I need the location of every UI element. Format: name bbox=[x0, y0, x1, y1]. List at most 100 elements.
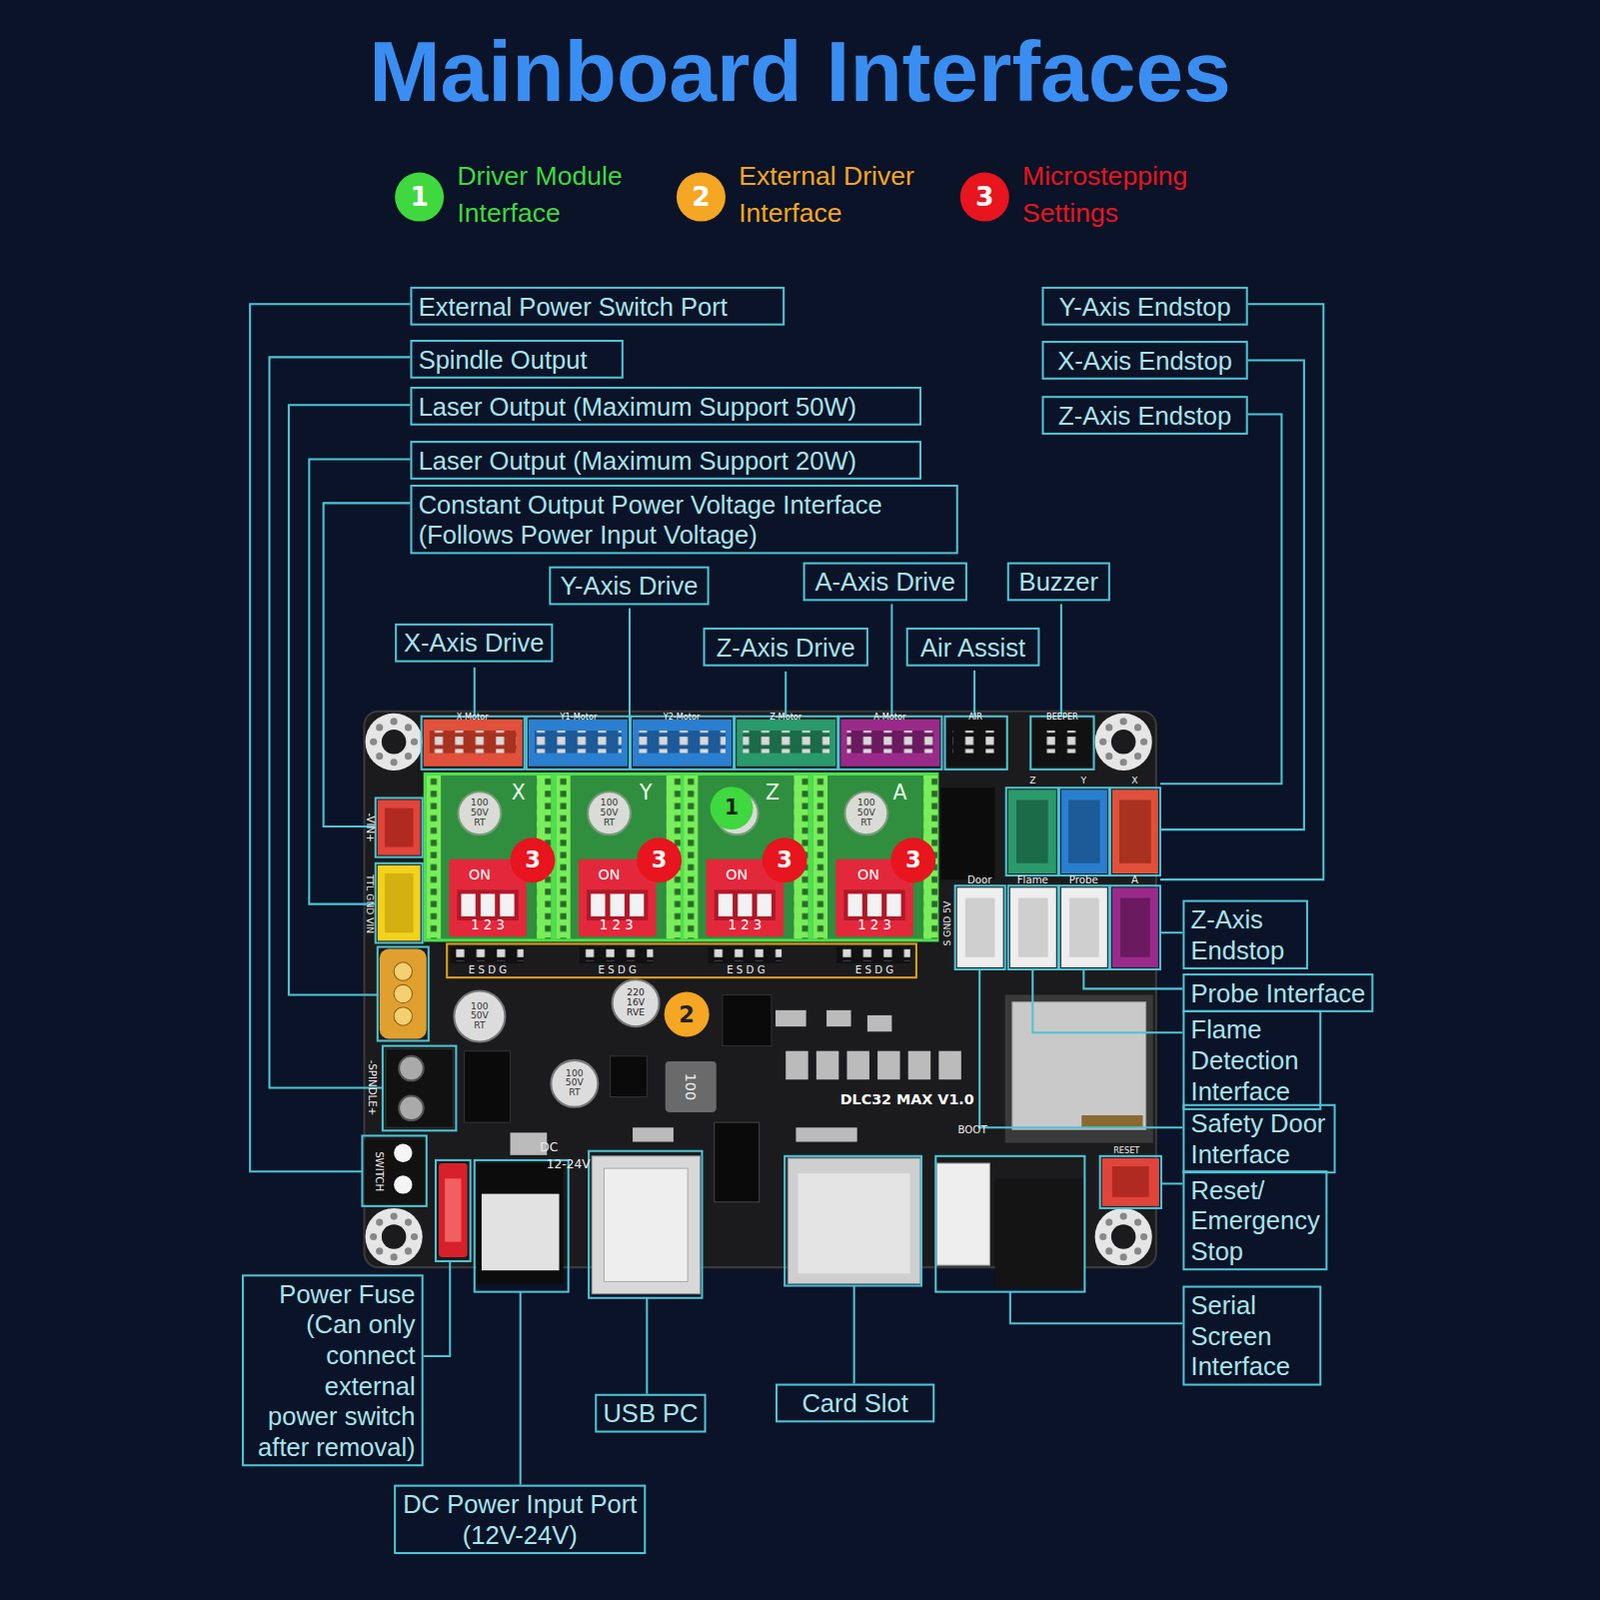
callout-text: Spindle Output bbox=[418, 343, 616, 375]
callout-box: Laser Output (Maximum Support 20W) bbox=[409, 440, 922, 480]
endstop-connectors bbox=[1119, 799, 1152, 863]
leader-line bbox=[1032, 969, 1183, 1033]
power-parts bbox=[438, 1163, 468, 1258]
left-connectors bbox=[364, 799, 454, 1204]
part-highlight bbox=[1100, 1156, 1162, 1209]
legend-text: Driver Module Interface bbox=[456, 157, 646, 231]
left-connectors bbox=[377, 865, 421, 942]
left-connectors bbox=[384, 808, 414, 848]
board-label: X bbox=[1131, 776, 1138, 787]
endstop-connectors bbox=[1008, 789, 1057, 874]
part-highlight bbox=[435, 1160, 471, 1262]
left-connectors bbox=[398, 1096, 424, 1122]
left-connectors bbox=[364, 1140, 427, 1205]
components bbox=[464, 1051, 511, 1123]
motor-connector bbox=[742, 730, 830, 753]
part-highlight bbox=[935, 1156, 1085, 1293]
motor-connector bbox=[846, 730, 934, 753]
callout-box: X-Axis Endstop bbox=[1041, 340, 1248, 380]
callout-box: Y-Axis Drive bbox=[548, 566, 709, 606]
pcb bbox=[1095, 713, 1153, 771]
board-label: Z bbox=[1029, 776, 1036, 787]
motor-connector bbox=[1032, 719, 1092, 767]
board-label: 3 bbox=[905, 848, 922, 873]
part-highlight bbox=[1110, 885, 1161, 970]
callout-text: Safety Door Interface bbox=[1191, 1108, 1329, 1170]
left-connectors bbox=[385, 1049, 453, 1129]
callout-circle bbox=[510, 786, 937, 1037]
callout-text: Power Fuse (Can only connect external po… bbox=[249, 1278, 415, 1463]
board-label: Y2-Motor bbox=[663, 713, 701, 723]
endstop-connectors bbox=[1061, 789, 1108, 874]
callout-circle bbox=[762, 837, 808, 883]
leader-line bbox=[269, 356, 411, 1088]
part-highlight bbox=[1030, 716, 1094, 770]
callout-text: Y-Axis Endstop bbox=[1050, 290, 1241, 322]
board-label: -SPINDLE+ bbox=[365, 1060, 377, 1117]
callout-box: Laser Output (Maximum Support 50W) bbox=[409, 386, 922, 426]
leader-line bbox=[979, 969, 1183, 1128]
power-parts bbox=[444, 1178, 461, 1242]
callout-text: Laser Output (Maximum Support 50W) bbox=[418, 390, 914, 422]
leader-line bbox=[308, 458, 410, 904]
board-label: E S D G bbox=[598, 965, 637, 977]
board-label: 3 bbox=[524, 848, 541, 873]
left-connectors bbox=[379, 949, 427, 1040]
board-label: 100 50V RT bbox=[595, 798, 623, 828]
callout-text: A-Axis Drive bbox=[811, 566, 960, 598]
callout-text: Z-Axis Endstop bbox=[1191, 904, 1301, 966]
callout-text: Probe Interface bbox=[1191, 977, 1367, 1009]
motor-connector bbox=[638, 730, 726, 753]
callout-box: Z-Axis Endstop bbox=[1041, 395, 1248, 435]
callout-text: DC Power Input Port (12V-24V) bbox=[401, 1489, 638, 1551]
left-connectors bbox=[393, 1175, 412, 1194]
part-highlight bbox=[377, 947, 429, 1042]
leader-line bbox=[423, 1261, 451, 1357]
leader-line bbox=[519, 1292, 522, 1486]
board-label: 220 16V RVE bbox=[620, 988, 652, 1018]
board-label: DC bbox=[539, 1141, 558, 1155]
callout-text: External Power Switch Port bbox=[418, 290, 777, 322]
part-highlight bbox=[382, 1046, 457, 1132]
board-label: Flame bbox=[1017, 875, 1049, 887]
diagram-title: Mainboard Interfaces bbox=[0, 21, 1600, 121]
board-label: 2 bbox=[691, 182, 710, 211]
pcb bbox=[365, 713, 423, 771]
part-highlight bbox=[1006, 787, 1059, 876]
leader-line bbox=[973, 670, 976, 717]
components bbox=[846, 1051, 869, 1081]
board-label: 12-24V bbox=[546, 1158, 591, 1172]
part-highlight bbox=[375, 863, 423, 944]
board-label: BEEPER bbox=[1046, 713, 1079, 723]
motor-connector bbox=[846, 730, 934, 753]
endstop-connectors bbox=[1068, 799, 1101, 863]
part-highlight bbox=[955, 885, 1006, 970]
board-label: Door bbox=[967, 875, 993, 887]
board-label: 100 50V RT bbox=[561, 1069, 589, 1099]
board-label: 2 bbox=[678, 1002, 695, 1027]
callout-box: Probe Interface bbox=[1182, 973, 1374, 1013]
left-connectors bbox=[384, 873, 414, 933]
power-parts bbox=[603, 1168, 688, 1282]
callout-box: Y-Axis Endstop bbox=[1041, 286, 1248, 326]
board-label: TTL GND VIN bbox=[364, 874, 375, 934]
board-label: 1 bbox=[409, 182, 428, 211]
power-parts bbox=[1112, 1166, 1150, 1198]
components bbox=[665, 1061, 717, 1113]
board-label: 100 50V RT bbox=[466, 798, 494, 828]
callout-circle bbox=[710, 786, 754, 830]
callout-circle bbox=[510, 837, 556, 883]
callout-box: X-Axis Drive bbox=[394, 623, 553, 663]
part-highlight bbox=[944, 716, 1007, 770]
board-label: ON bbox=[468, 867, 491, 883]
motor-connector bbox=[534, 730, 622, 753]
left-connectors bbox=[398, 1056, 424, 1082]
external-driver-header bbox=[446, 943, 917, 978]
board-label: Y1-Motor bbox=[560, 713, 598, 723]
board-label: A-Motor bbox=[873, 713, 906, 723]
components bbox=[826, 1010, 852, 1027]
board-label: 3 bbox=[651, 848, 668, 873]
callout-circle bbox=[664, 991, 710, 1037]
components bbox=[550, 1060, 598, 1108]
motor-connector bbox=[528, 719, 628, 767]
